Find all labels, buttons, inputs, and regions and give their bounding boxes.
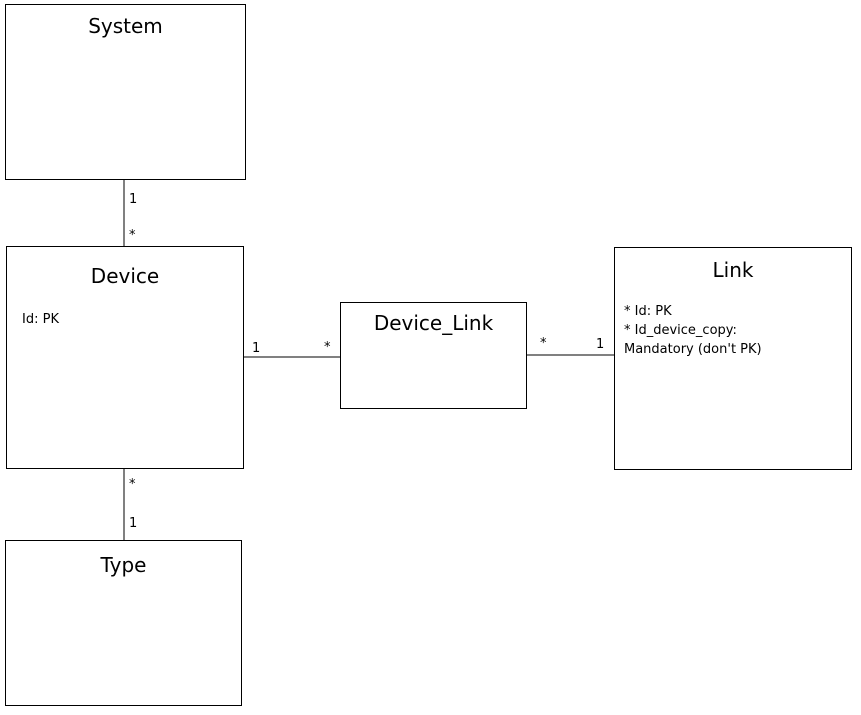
entity-system-title: System bbox=[88, 14, 163, 38]
entity-type-title: Type bbox=[100, 553, 147, 577]
entity-device-attributes: Id: PK bbox=[22, 310, 59, 329]
entity-device[interactable]: Device Id: PK bbox=[6, 246, 244, 469]
entity-device-link-title: Device_Link bbox=[373, 311, 494, 335]
multiplicity-device-link-side-right: * bbox=[540, 336, 547, 351]
multiplicity-device-side-top: * bbox=[129, 228, 136, 243]
multiplicity-system-side: 1 bbox=[129, 192, 138, 207]
attribute: Mandatory (don't PK) bbox=[624, 342, 762, 357]
entity-system[interactable]: System bbox=[5, 4, 246, 180]
entity-type[interactable]: Type bbox=[5, 540, 242, 706]
multiplicity-device-side-right: 1 bbox=[252, 341, 261, 356]
attribute: Id: PK bbox=[22, 312, 59, 327]
multiplicity-device-side-bottom: * bbox=[129, 477, 136, 492]
entity-link-attributes: * Id: PK * Id_device_copy: Mandatory (do… bbox=[624, 302, 762, 359]
entity-device-link[interactable]: Device_Link bbox=[340, 302, 527, 409]
entity-link[interactable]: Link * Id: PK * Id_device_copy: Mandator… bbox=[614, 247, 852, 470]
multiplicity-type-side: 1 bbox=[129, 516, 138, 531]
entity-link-title: Link bbox=[712, 258, 754, 282]
attribute: * Id_device_copy: bbox=[624, 323, 737, 338]
multiplicity-link-side: 1 bbox=[596, 337, 605, 352]
attribute: * Id: PK bbox=[624, 304, 672, 319]
entity-device-title: Device bbox=[90, 264, 160, 288]
multiplicity-device-link-side-left: * bbox=[324, 340, 331, 355]
